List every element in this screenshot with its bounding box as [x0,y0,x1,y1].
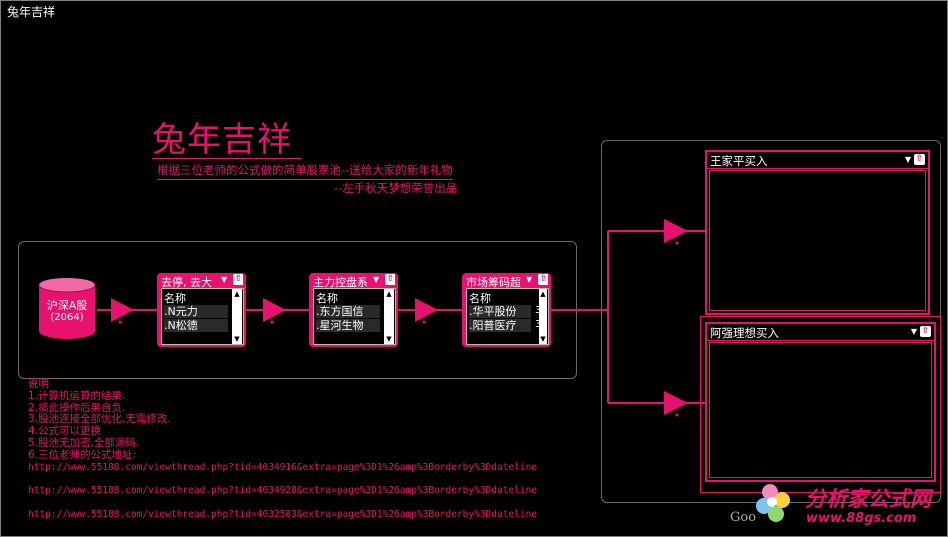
filter-header[interactable]: 主力控盘系 ▼ ⇧ [312,273,395,288]
filter-header[interactable]: 市场筹码超 ▼ ⇧ [465,273,548,288]
stock-list[interactable]: 名称 .N元力 .N松德 ▲ ▼ [161,288,244,345]
result-header[interactable]: 阿强理想买入 ▼ ⇧ [707,324,934,341]
dropdown-arrow-icon[interactable]: ▼ [904,155,911,164]
dropdown-arrow-icon[interactable]: ▼ [526,275,533,284]
stock-list[interactable]: 名称 .华平股份 3 .阳普医疗 3 ▲ ▼ [466,288,549,345]
window-title: 兔年吉祥 [7,5,56,19]
notes-heading: 说明 [28,378,49,390]
notes-item: 6.三位老师的公式地址: [28,448,137,461]
filter-node-2[interactable]: 主力控盘系 ▼ ⇧ 名称 .东方国信 .星河生物 ▲ ▼ [309,273,398,347]
formula-link[interactable]: http://www.55188.com/viewthread.php?tid=… [28,461,538,473]
banner-author: --左手秋天梦想荣誉出品 [334,181,458,195]
filter-title: 去停, 去大 [161,276,212,288]
up-arrow-icon[interactable]: ⇧ [233,274,243,285]
flow-arrow-3 [415,298,438,322]
result-panel-2[interactable]: 阿强理想买入 ▼ ⇧ [705,322,936,482]
brand-logo-text: 分析家公式网 [805,487,931,511]
flower-logo-icon [756,484,790,522]
list-item[interactable]: .东方国信 [316,305,380,318]
scroll-down-icon[interactable]: ▼ [386,335,392,343]
list-item[interactable]: .N松德 [164,319,228,332]
list-item-value: 3 [535,319,541,330]
source-label: 沪深A股 [46,299,88,312]
database-icon[interactable] [38,277,96,341]
filter-header[interactable]: 去停, 去大 ▼ ⇧ [160,273,243,288]
banner-title: 兔年吉祥 [152,120,292,160]
result-title: 阿强理想买入 [710,326,779,340]
notes-item: 3.股池连接全部优化,无需修改. [28,413,171,426]
scroll-down-icon[interactable]: ▼ [234,335,240,343]
result-list[interactable] [709,170,926,311]
notes-block: 说明 1.计算机运算的结果. 2.搞此操作后果自负. 3.股池连接全部优化,无需… [28,378,538,521]
flow-arrow-4 [664,219,688,243]
scroll-up-icon[interactable]: ▲ [540,290,546,298]
up-arrow-icon[interactable]: ⇧ [385,274,395,285]
notes-item: 2.搞此操作后果自负. [28,401,126,414]
scroll-up-icon[interactable]: ▲ [386,290,392,298]
notes-item: 1.计算机运算的结果. [28,389,126,402]
scrollbar[interactable]: ▲ ▼ [539,289,547,344]
stock-list[interactable]: 名称 .东方国信 .星河生物 ▲ ▼ [313,288,396,345]
scrollbar[interactable]: ▲ ▼ [384,289,394,344]
notes-item: 5.股池无加密,全部源码. [28,436,140,449]
list-item[interactable]: .华平股份 [469,305,531,318]
formula-link[interactable]: http://www.55188.com/viewthread.php?tid=… [28,485,538,497]
formula-link[interactable]: http://www.55188.com/viewthread.php?tid=… [28,509,538,521]
dropdown-arrow-icon[interactable]: ▼ [910,327,917,336]
notes-item: 4.公式可以更换 [28,425,102,438]
source-count: (2064) [50,312,84,323]
banner-underline [152,158,302,159]
up-arrow-icon[interactable]: ⇧ [538,274,548,285]
dropdown-arrow-icon[interactable]: ▼ [221,275,228,284]
filter-title: 市场筹码超 [466,276,521,288]
brand-url: www.88gs.com [806,511,917,526]
result-panel-1[interactable]: 王家平买入 ▼ ⇧ [705,150,930,315]
scroll-up-icon[interactable]: ▲ [234,290,240,298]
result-list[interactable] [709,342,932,478]
list-item-value: 3 [535,305,541,316]
filter-title: 主力控盘系 [313,276,368,288]
list-item[interactable]: .N元力 [164,305,228,318]
dropdown-arrow-icon[interactable]: ▼ [373,275,380,284]
column-header-name[interactable]: 名称 [164,292,186,305]
column-header-name[interactable]: 名称 [316,292,338,305]
up-arrow-icon[interactable]: ⇧ [920,326,931,337]
google-watermark: Goo [730,510,757,525]
column-header-name[interactable]: 名称 [469,292,491,305]
up-arrow-icon[interactable]: ⇧ [914,154,925,165]
list-item[interactable]: .阳普医疗 [469,319,531,332]
filter-node-1[interactable]: 去停, 去大 ▼ ⇧ 名称 .N元力 .N松德 ▲ ▼ [157,273,246,347]
scroll-down-icon[interactable]: ▼ [540,335,546,343]
list-item[interactable]: .星河生物 [316,319,380,332]
flow-arrow-1 [111,298,134,322]
flow-arrow-5 [664,391,688,415]
banner-subtitle: 根据三位老师的公式做的简单股票池--送给大家的新年礼物 [157,162,453,180]
result-title: 王家平买入 [710,154,768,168]
filter-node-3[interactable]: 市场筹码超 ▼ ⇧ 名称 .华平股份 3 .阳普医疗 3 ▲ ▼ [462,273,551,347]
scrollbar[interactable]: ▲ ▼ [232,289,242,344]
result-header[interactable]: 王家平买入 ▼ ⇧ [707,152,928,169]
flow-arrow-2 [263,298,286,322]
result-panel-2-outer-frame [700,316,941,493]
